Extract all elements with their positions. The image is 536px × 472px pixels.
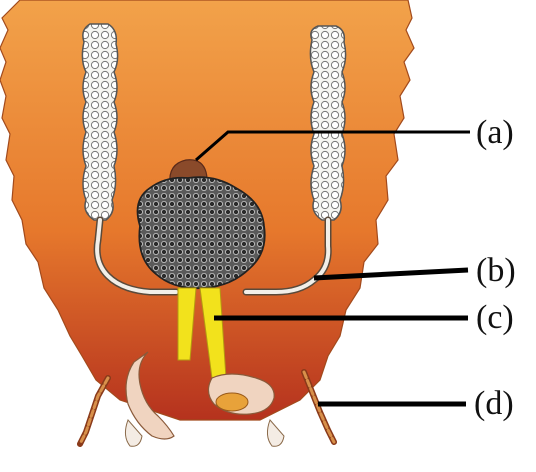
right-tip [267,420,284,446]
accessory-gland-mass [138,177,265,288]
label-b: (b) [476,252,516,289]
right-ovariole-column [310,26,345,220]
label-a: (a) [476,114,514,151]
genital-lobe [216,393,248,411]
label-c: (c) [476,299,514,336]
left-ovariole-column [82,24,117,220]
label-d: (d) [474,385,514,422]
